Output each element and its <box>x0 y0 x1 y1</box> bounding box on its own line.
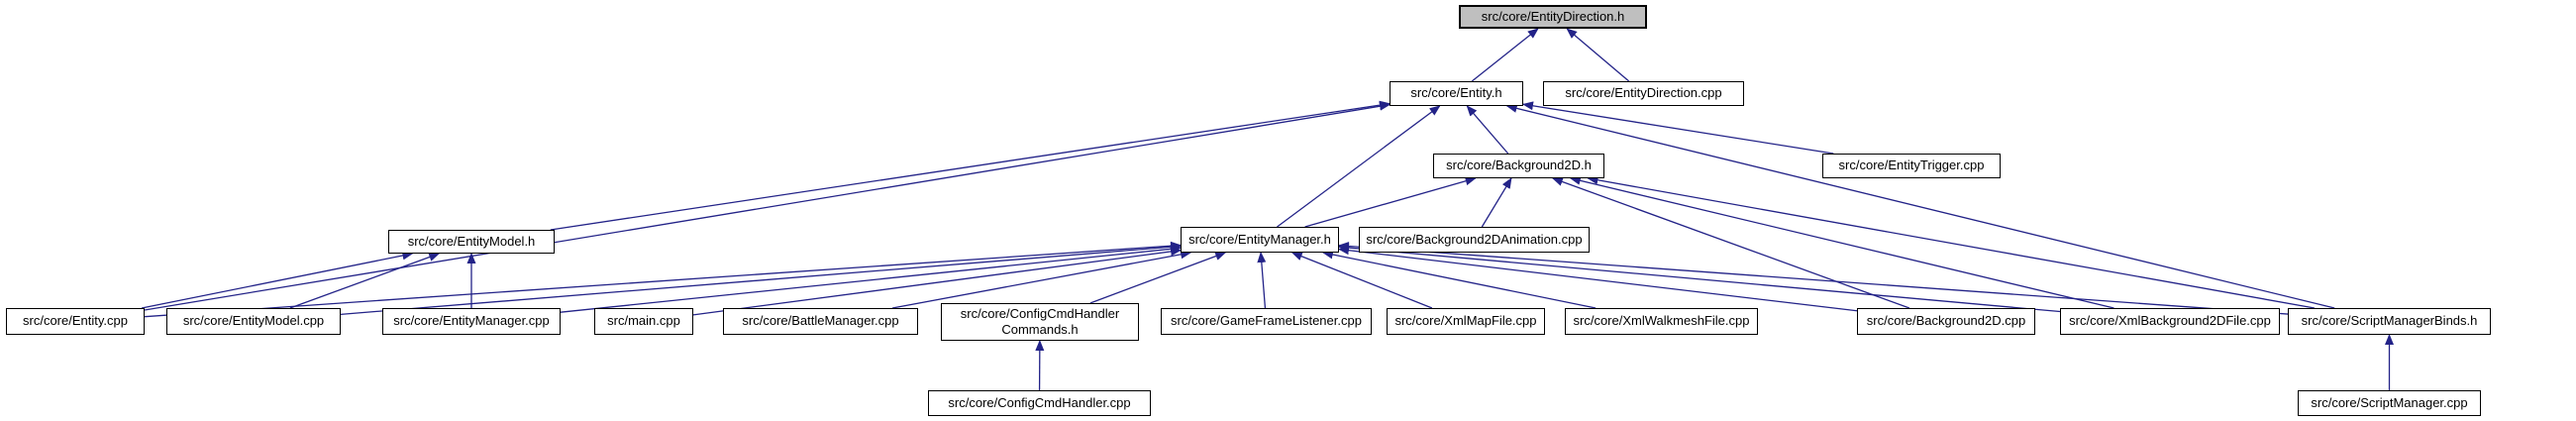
node-entity-manager-h[interactable]: src/core/EntityManager.h <box>1181 227 1339 253</box>
node-entity-h[interactable]: src/core/Entity.h <box>1390 81 1523 106</box>
edge-entity-model-cpp-to-entity-model-h <box>289 253 441 309</box>
edge-script-manager-binds-h-to-background2d-h <box>1587 175 2316 309</box>
edge-background2d-animation-cpp-to-background2d-h <box>1481 177 1512 228</box>
node-xml-background2d-file-cpp[interactable]: src/core/XmlBackground2DFile.cpp <box>2060 308 2280 335</box>
node-background2d-cpp[interactable]: src/core/Background2D.cpp <box>1857 308 2035 335</box>
edge-background2d-h-to-entity-h <box>1466 105 1509 155</box>
node-entity-cpp[interactable]: src/core/Entity.cpp <box>6 308 145 335</box>
node-config-cmd-handler-commands-h[interactable]: src/core/ConfigCmdHandler Commands.h <box>941 303 1139 341</box>
node-entity-manager-cpp[interactable]: src/core/EntityManager.cpp <box>382 308 561 335</box>
edge-entity-trigger-cpp-to-entity-h <box>1522 101 1834 155</box>
node-xml-walkmesh-file-cpp[interactable]: src/core/XmlWalkmeshFile.cpp <box>1565 308 1758 335</box>
edge-entity-model-h-to-entity-h <box>550 100 1391 231</box>
edge-entity-cpp-to-entity-model-h <box>141 251 414 309</box>
node-entity-trigger-cpp[interactable]: src/core/EntityTrigger.cpp <box>1822 154 2001 178</box>
edge-xml-background2d-file-cpp-to-entity-manager-h <box>1338 243 2061 313</box>
edge-entity-manager-h-to-background2d-h <box>1304 176 1477 228</box>
edge-xml-map-file-cpp-to-entity-manager-h <box>1290 252 1433 309</box>
edge-entity-h-to-entity-direction-h <box>1471 28 1539 82</box>
edge-script-manager-binds-h-to-entity-h <box>1505 104 2335 309</box>
edge-background2d-cpp-to-background2d-h <box>1551 177 1910 309</box>
node-config-cmd-handler-cpp[interactable]: src/core/ConfigCmdHandler.cpp <box>928 390 1151 416</box>
edge-background2d-cpp-to-entity-manager-h <box>1338 246 1858 312</box>
node-background2d-h[interactable]: src/core/Background2D.h <box>1433 154 1604 178</box>
edge-config-cmd-handler-commands-h-to-entity-manager-h <box>1089 252 1227 304</box>
edge-xml-background2d-file-cpp-to-background2d-h <box>1569 175 2114 309</box>
node-game-frame-listener-cpp[interactable]: src/core/GameFrameListener.cpp <box>1161 308 1372 335</box>
node-entity-model-h[interactable]: src/core/EntityModel.h <box>388 230 555 254</box>
node-entity-direction-h: src/core/EntityDirection.h <box>1459 5 1647 29</box>
node-battle-manager-cpp[interactable]: src/core/BattleManager.cpp <box>723 308 918 335</box>
edge-battle-manager-cpp-to-entity-manager-h <box>891 250 1192 309</box>
node-background2d-animation-cpp[interactable]: src/core/Background2DAnimation.cpp <box>1359 227 1590 253</box>
node-script-manager-binds-h[interactable]: src/core/ScriptManagerBinds.h <box>2288 308 2491 335</box>
edge-xml-walkmesh-file-cpp-to-entity-manager-h <box>1321 250 1597 309</box>
node-entity-direction-cpp[interactable]: src/core/EntityDirection.cpp <box>1543 81 1744 106</box>
node-xml-map-file-cpp[interactable]: src/core/XmlMapFile.cpp <box>1387 308 1545 335</box>
node-main-cpp[interactable]: src/main.cpp <box>594 308 693 335</box>
node-entity-model-cpp[interactable]: src/core/EntityModel.cpp <box>166 308 341 335</box>
edge-entity-cpp-to-entity-h <box>144 101 1391 311</box>
edge-script-manager-binds-h-to-entity-manager-h <box>1338 242 2289 315</box>
edge-entity-direction-cpp-to-entity-direction-h <box>1566 28 1630 82</box>
edge-game-frame-listener-cpp-to-entity-manager-h <box>1257 252 1267 309</box>
node-script-manager-cpp[interactable]: src/core/ScriptManager.cpp <box>2298 390 2481 416</box>
edge-entity-manager-h-to-entity-h <box>1277 105 1441 228</box>
